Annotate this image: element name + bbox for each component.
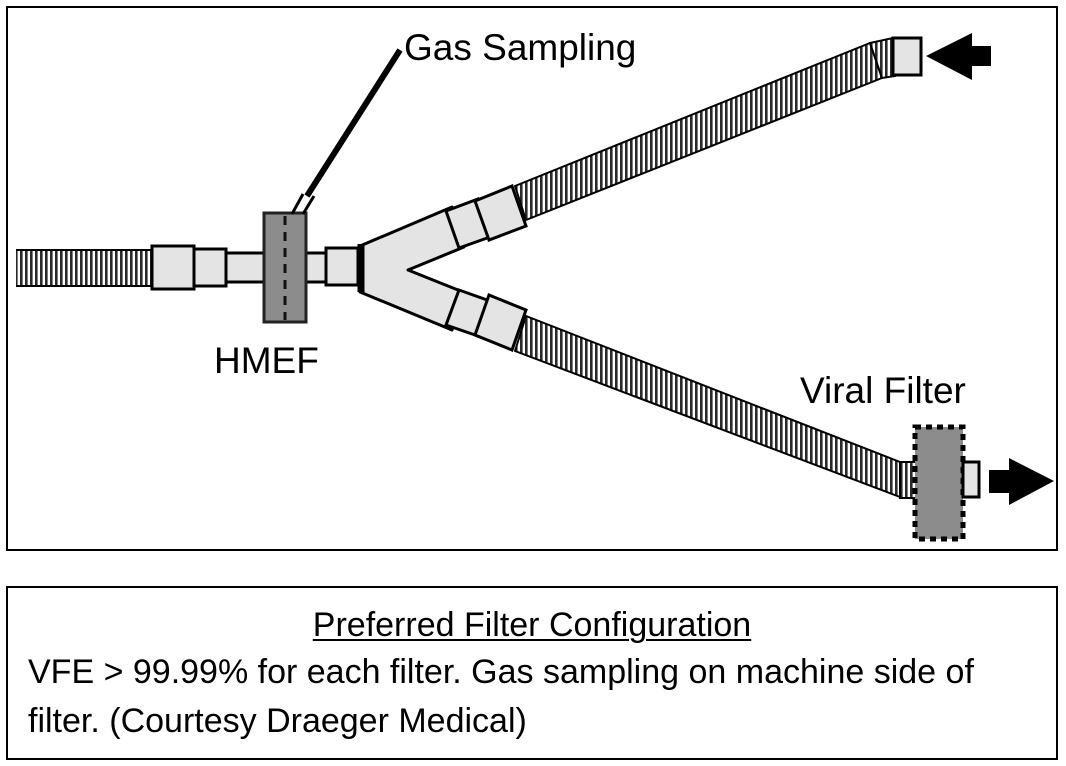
caption-body: VFE > 99.99% for each filter. Gas sampli… bbox=[28, 653, 974, 740]
viral-filter-label: Viral Filter bbox=[800, 370, 966, 411]
caption-panel: Preferred Filter Configuration VFE > 99.… bbox=[6, 586, 1058, 760]
caption-title: Preferred Filter Configuration bbox=[312, 606, 752, 644]
hmef-label: HMEF bbox=[214, 340, 319, 381]
gas-sampling-label: Gas Sampling bbox=[404, 27, 637, 68]
diagram-panel bbox=[6, 6, 1058, 551]
